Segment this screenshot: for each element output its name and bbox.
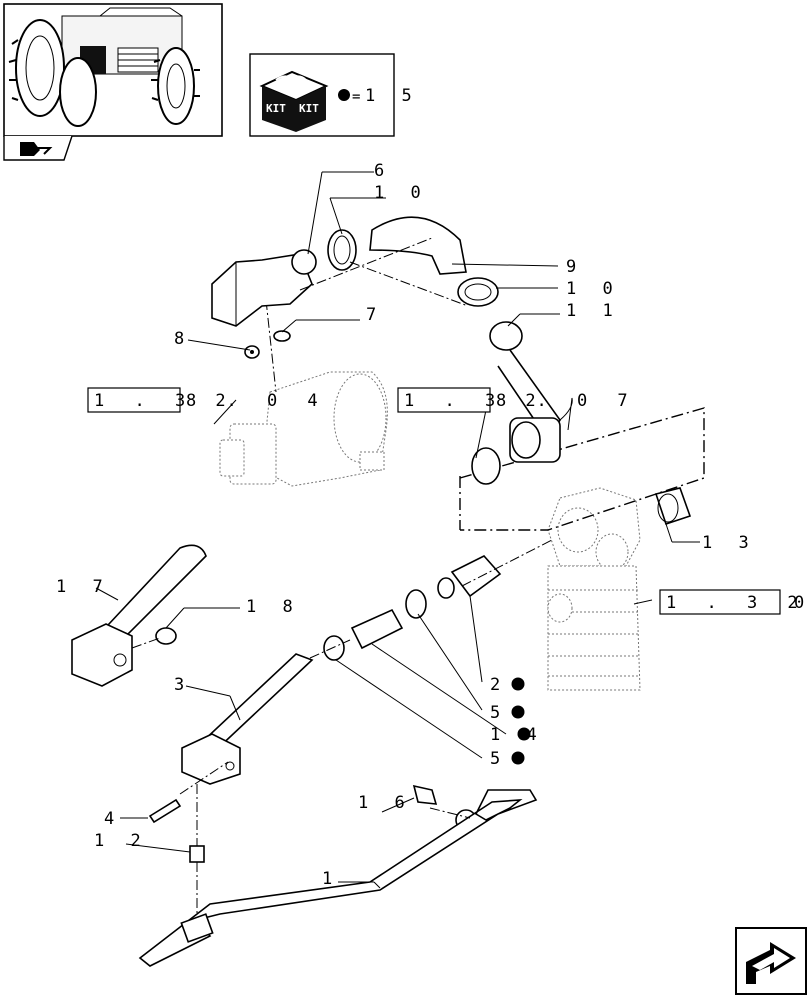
filter-housing-ghost — [547, 487, 641, 691]
ref-mid-box-text: 1 . 3 2 — [404, 391, 546, 411]
tractor-thumbnail[interactable] — [3, 3, 223, 137]
part-10-clamp-lower — [457, 277, 499, 307]
callout-8[interactable]: 8 — [174, 329, 192, 349]
callout-3[interactable]: 3 — [174, 675, 192, 695]
callout-11[interactable]: 1 1 — [566, 301, 621, 321]
part-9-elbow-hose — [369, 216, 467, 275]
part-13-clamp — [654, 487, 692, 526]
next-page-arrow-icon[interactable] — [735, 927, 807, 995]
ref-left-box-text: 1 . 3 2 — [94, 391, 236, 411]
kit-box-icon: KIT KIT — [259, 70, 329, 132]
kit-legend: KIT KIT = 1 5 — [249, 53, 420, 137]
callout-17[interactable]: 1 7 — [56, 577, 111, 597]
kit-value: 1 5 — [365, 86, 420, 106]
ref-right-tail-text: 0 — [794, 593, 812, 613]
callout-2[interactable]: 2 — [490, 675, 508, 695]
kit-label-left: KIT — [266, 102, 286, 115]
callout-5-upper[interactable]: 5 — [490, 703, 508, 723]
ref-right-box-text: 1 . 3 2 . 8 — [666, 593, 812, 613]
ref-mid-tail-text: 8 . 0 7 — [496, 391, 638, 411]
part-3-pipe — [181, 653, 314, 785]
kit-bullet-5-upper — [511, 705, 525, 719]
callout-18[interactable]: 1 8 — [246, 597, 301, 617]
callout-5-lower[interactable]: 5 — [490, 749, 508, 769]
callout-1[interactable]: 1 — [322, 869, 340, 889]
o-ring-pipe — [471, 447, 501, 485]
part-5-clamp-upper — [405, 589, 427, 619]
callout-12[interactable]: 1 2 — [94, 831, 149, 851]
section-tab[interactable] — [3, 135, 73, 161]
part-10-clamp-upper — [327, 229, 357, 271]
part-2-connector — [437, 555, 502, 599]
part-7-seal — [273, 330, 291, 342]
callout-7[interactable]: 7 — [366, 305, 384, 325]
part-17-pipe — [71, 544, 207, 687]
ref-link-middle[interactable]: 1 . 3 2 8 . 0 7 — [397, 387, 638, 413]
part-5-clamp-lower — [323, 635, 345, 661]
callout-4[interactable]: 4 — [104, 809, 122, 829]
kit-bullet-14 — [517, 727, 531, 741]
ref-link-left[interactable]: 1 . 3 2 8 . 0 4 — [87, 387, 328, 413]
part-12-fitting — [189, 784, 205, 863]
callout-6[interactable]: 6 — [374, 161, 392, 181]
callout-10-upper[interactable]: 1 0 — [374, 183, 429, 203]
kit-label-right: KIT — [299, 102, 319, 115]
callout-13[interactable]: 1 3 — [702, 533, 757, 553]
kit-bullet-5-lower — [511, 751, 525, 765]
ref-link-right[interactable]: 1 . 3 2 . 8 0 — [659, 589, 812, 615]
kit-bullet-icon — [338, 89, 350, 101]
kit-equals: = — [352, 89, 360, 105]
hydraulic-pump-ghost — [219, 299, 388, 487]
callout-9[interactable]: 9 — [566, 257, 584, 277]
part-14-sleeve — [350, 608, 404, 650]
kit-bullet-2 — [511, 677, 525, 691]
part-1-tube — [138, 789, 538, 967]
part-11-pipe — [489, 321, 573, 463]
ref-left-tail-text: 8 . 0 4 — [186, 391, 328, 411]
part-6-fitting — [211, 249, 317, 327]
assembly-boundary — [459, 407, 705, 531]
callout-14[interactable]: 1 4 — [490, 725, 545, 745]
part-18-oring — [155, 627, 177, 645]
part-4-bolt — [148, 798, 182, 824]
callout-16[interactable]: 1 6 — [358, 793, 413, 813]
callout-10-lower[interactable]: 1 0 — [566, 279, 621, 299]
